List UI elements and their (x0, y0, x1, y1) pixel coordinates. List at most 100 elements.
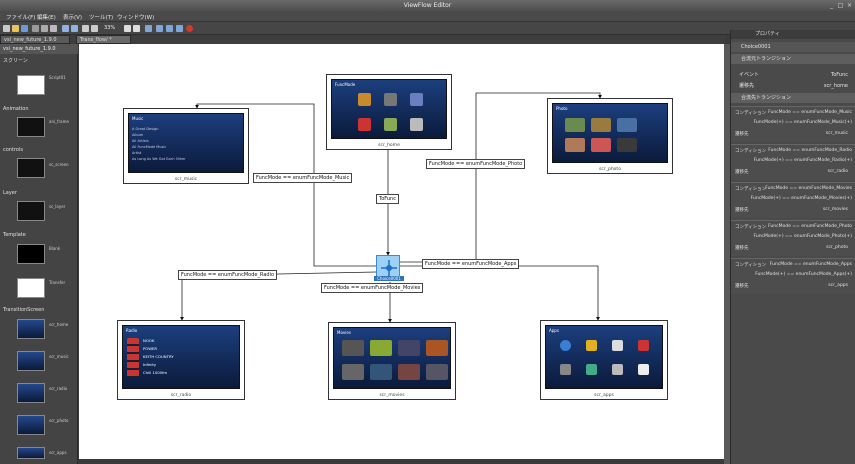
thumb-animation[interactable] (17, 117, 45, 137)
save-icon[interactable] (21, 25, 28, 32)
menu-tools[interactable]: ツール(T) (89, 15, 114, 21)
photo-thumb (617, 138, 637, 152)
photo-thumb (617, 118, 637, 132)
photo-thumb (591, 118, 611, 132)
condition-block-music[interactable]: コンディション FuncMode == enumFuncMode_Music F… (731, 106, 855, 142)
tree-item-template[interactable]: Template (3, 232, 26, 238)
tab-project[interactable]: vsi_new_future_1.9.0 (0, 35, 70, 44)
screen-icon[interactable] (145, 25, 152, 32)
tree-item-layer[interactable]: Layer (3, 190, 17, 196)
new-file-icon[interactable] (3, 25, 10, 32)
node-scr-home[interactable]: FuncMode scr_home (326, 74, 452, 150)
label-to-func[interactable]: ToFunc (376, 194, 399, 204)
dest-label: 遷移先 (735, 246, 749, 251)
condition-block-apps[interactable]: コンディション FuncMode == enumFuncMode_Apps Fu… (731, 258, 855, 294)
record-icon[interactable] (186, 25, 193, 32)
node-scr-music[interactable]: Music A Great Design Album All Artists A… (123, 108, 249, 184)
layout-icon[interactable] (156, 25, 163, 32)
zoom-out-icon[interactable] (91, 25, 98, 32)
grid-icon[interactable] (166, 25, 173, 32)
thumb-scr-home[interactable] (17, 319, 45, 339)
event-value: ToFunc (831, 72, 848, 78)
condition-label: コンディション (735, 263, 767, 268)
close-button[interactable]: × (846, 2, 853, 9)
node-title: Music (132, 116, 144, 121)
tree-item-controls[interactable]: controls (3, 147, 23, 153)
label-cond-music[interactable]: FuncMode == enumFuncMode_Music (253, 173, 353, 183)
menu-edit[interactable]: 編集(E) (37, 15, 56, 21)
pen-icon (612, 364, 623, 375)
outgoing-section-title[interactable]: 合流先トランジション (731, 93, 855, 103)
undo-icon[interactable] (62, 25, 69, 32)
monitor-icon[interactable] (176, 25, 183, 32)
properties-tab[interactable]: プロパティ (731, 30, 855, 39)
tree-sub-label: scr_radio (49, 386, 68, 391)
minimize-button[interactable]: _ (830, 2, 833, 9)
movie-thumb (370, 364, 392, 380)
condition-block-movies[interactable]: コンディション FuncMode == enumFuncMode_Movies … (731, 182, 855, 218)
label-cond-apps[interactable]: FuncMode == enumFuncMode_Apps (422, 259, 520, 269)
photo-thumb (565, 138, 585, 152)
tree-item-transition-screen[interactable]: TransitionScreen (3, 307, 45, 313)
list-item: NOOK (143, 338, 155, 343)
zoom-in-icon[interactable] (82, 25, 89, 32)
tree-sub-label: Blank (49, 246, 61, 251)
open-folder-icon[interactable] (12, 25, 19, 32)
label-cond-photo[interactable]: FuncMode == enumFuncMode_Photo (426, 159, 526, 169)
choice-node[interactable]: Choice0001 (374, 255, 404, 281)
tree-sub-label: ani_frame (49, 119, 69, 124)
canvas-scrollbar[interactable] (724, 44, 730, 464)
tree-sub-label: sc_layer (49, 204, 66, 209)
node-scr-photo[interactable]: Photo scr_photo (547, 98, 673, 174)
transition-label: 遷移先 (739, 83, 755, 89)
paste-icon[interactable] (50, 25, 57, 32)
condition-block-photo[interactable]: コンディション FuncMode == enumFuncMode_Photo F… (731, 220, 855, 256)
condition-value: FuncMode == enumFuncMode_Photo (768, 224, 852, 229)
media-app-icon (410, 93, 423, 106)
menu-file[interactable]: ファイル(F) (6, 15, 36, 21)
condition-label: コンディション (735, 187, 767, 192)
menu-bar: ファイル(F) 編集(E) 表示(V) ツール(T) ウィンドウ(W) (0, 11, 855, 22)
tree-item-screen[interactable]: スクリーン (3, 58, 28, 64)
incoming-section-title[interactable]: 合流元トランジション (731, 54, 855, 64)
ball-icon (612, 340, 623, 351)
maximize-button[interactable]: □ (837, 2, 844, 9)
node-title: Photo (556, 106, 568, 111)
node-scr-apps[interactable]: Apps scr_apps (540, 320, 668, 400)
thumb-layer[interactable] (17, 201, 45, 221)
condition-block-radio[interactable]: コンディション FuncMode == enumFuncMode_Radio F… (731, 144, 855, 180)
redo-icon[interactable] (71, 25, 78, 32)
mail-icon (638, 364, 649, 375)
transition-value: scr_home (823, 83, 848, 89)
station-logos (127, 338, 139, 378)
zoom-level[interactable]: 33% (104, 25, 116, 31)
label-cond-radio[interactable]: FuncMode == enumFuncMode_Radio (178, 270, 278, 280)
node-scr-radio[interactable]: Radio NOOK POWER KEITH COUNTRY Infinity … (117, 320, 245, 400)
window-title: ViewFlow Editor (403, 2, 452, 9)
node-scr-movies[interactable]: Movies scr_movies (328, 322, 456, 400)
condition-label: コンディション (735, 111, 767, 116)
menu-view[interactable]: 表示(V) (63, 15, 83, 21)
label-cond-movies[interactable]: FuncMode == enumFuncMode_Movies (321, 283, 424, 293)
list-item: All FuncMode Music (132, 145, 167, 149)
thumb-blank[interactable] (17, 244, 45, 264)
stop-icon[interactable] (133, 25, 140, 32)
node-caption: scr_movies (379, 393, 405, 398)
cut-icon[interactable] (32, 25, 39, 32)
tree-item-animation[interactable]: Animation (3, 106, 29, 112)
thumb-scr-photo[interactable] (17, 415, 45, 435)
thumb-scr-radio[interactable] (17, 383, 45, 403)
node-caption: scr_radio (170, 393, 192, 398)
thumb-transfer[interactable] (17, 278, 45, 298)
apps-app-icon (384, 118, 397, 131)
thumb-script01[interactable] (17, 75, 45, 95)
copy-icon[interactable] (41, 25, 48, 32)
thumb-scr-music[interactable] (17, 351, 45, 371)
run-icon[interactable] (124, 25, 131, 32)
menu-window[interactable]: ウィンドウ(W) (117, 15, 155, 21)
thumb-controls[interactable] (17, 158, 45, 178)
node-caption: scr_music (174, 177, 198, 182)
list-item: KEITH COUNTRY (143, 354, 174, 359)
thumb-scr-apps[interactable] (17, 447, 45, 459)
tab-trans-flow[interactable]: Trans_flow/ * (76, 35, 131, 44)
